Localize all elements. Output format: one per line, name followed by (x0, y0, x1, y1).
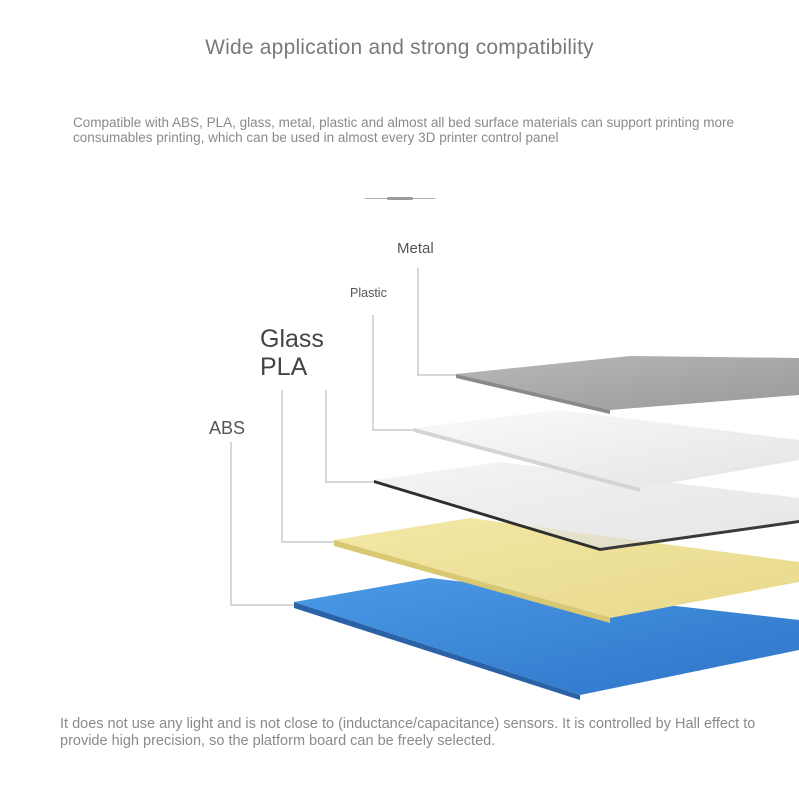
leader-line-glass (325, 390, 374, 483)
leader-line-plastic (372, 315, 414, 431)
leader-line-pla (281, 390, 334, 543)
section-divider (365, 197, 435, 200)
intro-text: Compatible with ABS, PLA, glass, metal, … (73, 115, 735, 145)
footer-description: It does not use any light and is not clo… (60, 716, 756, 749)
label-abs: ABS (209, 418, 246, 438)
pla-layer (334, 518, 799, 623)
metal-layer (456, 356, 799, 414)
label-glass: Glass (260, 325, 324, 353)
label-metal: Metal (397, 240, 434, 257)
page-title: Wide application and strong compatibilit… (205, 36, 594, 59)
label-plastic: Plastic (350, 286, 387, 300)
leader-line-metal (417, 268, 456, 376)
glass-layer (374, 462, 799, 551)
abs-layer (294, 578, 799, 700)
leader-line-abs (230, 442, 294, 606)
label-pla: PLA (260, 353, 308, 381)
divider-accent (387, 197, 413, 200)
plastic-layer (414, 410, 799, 492)
